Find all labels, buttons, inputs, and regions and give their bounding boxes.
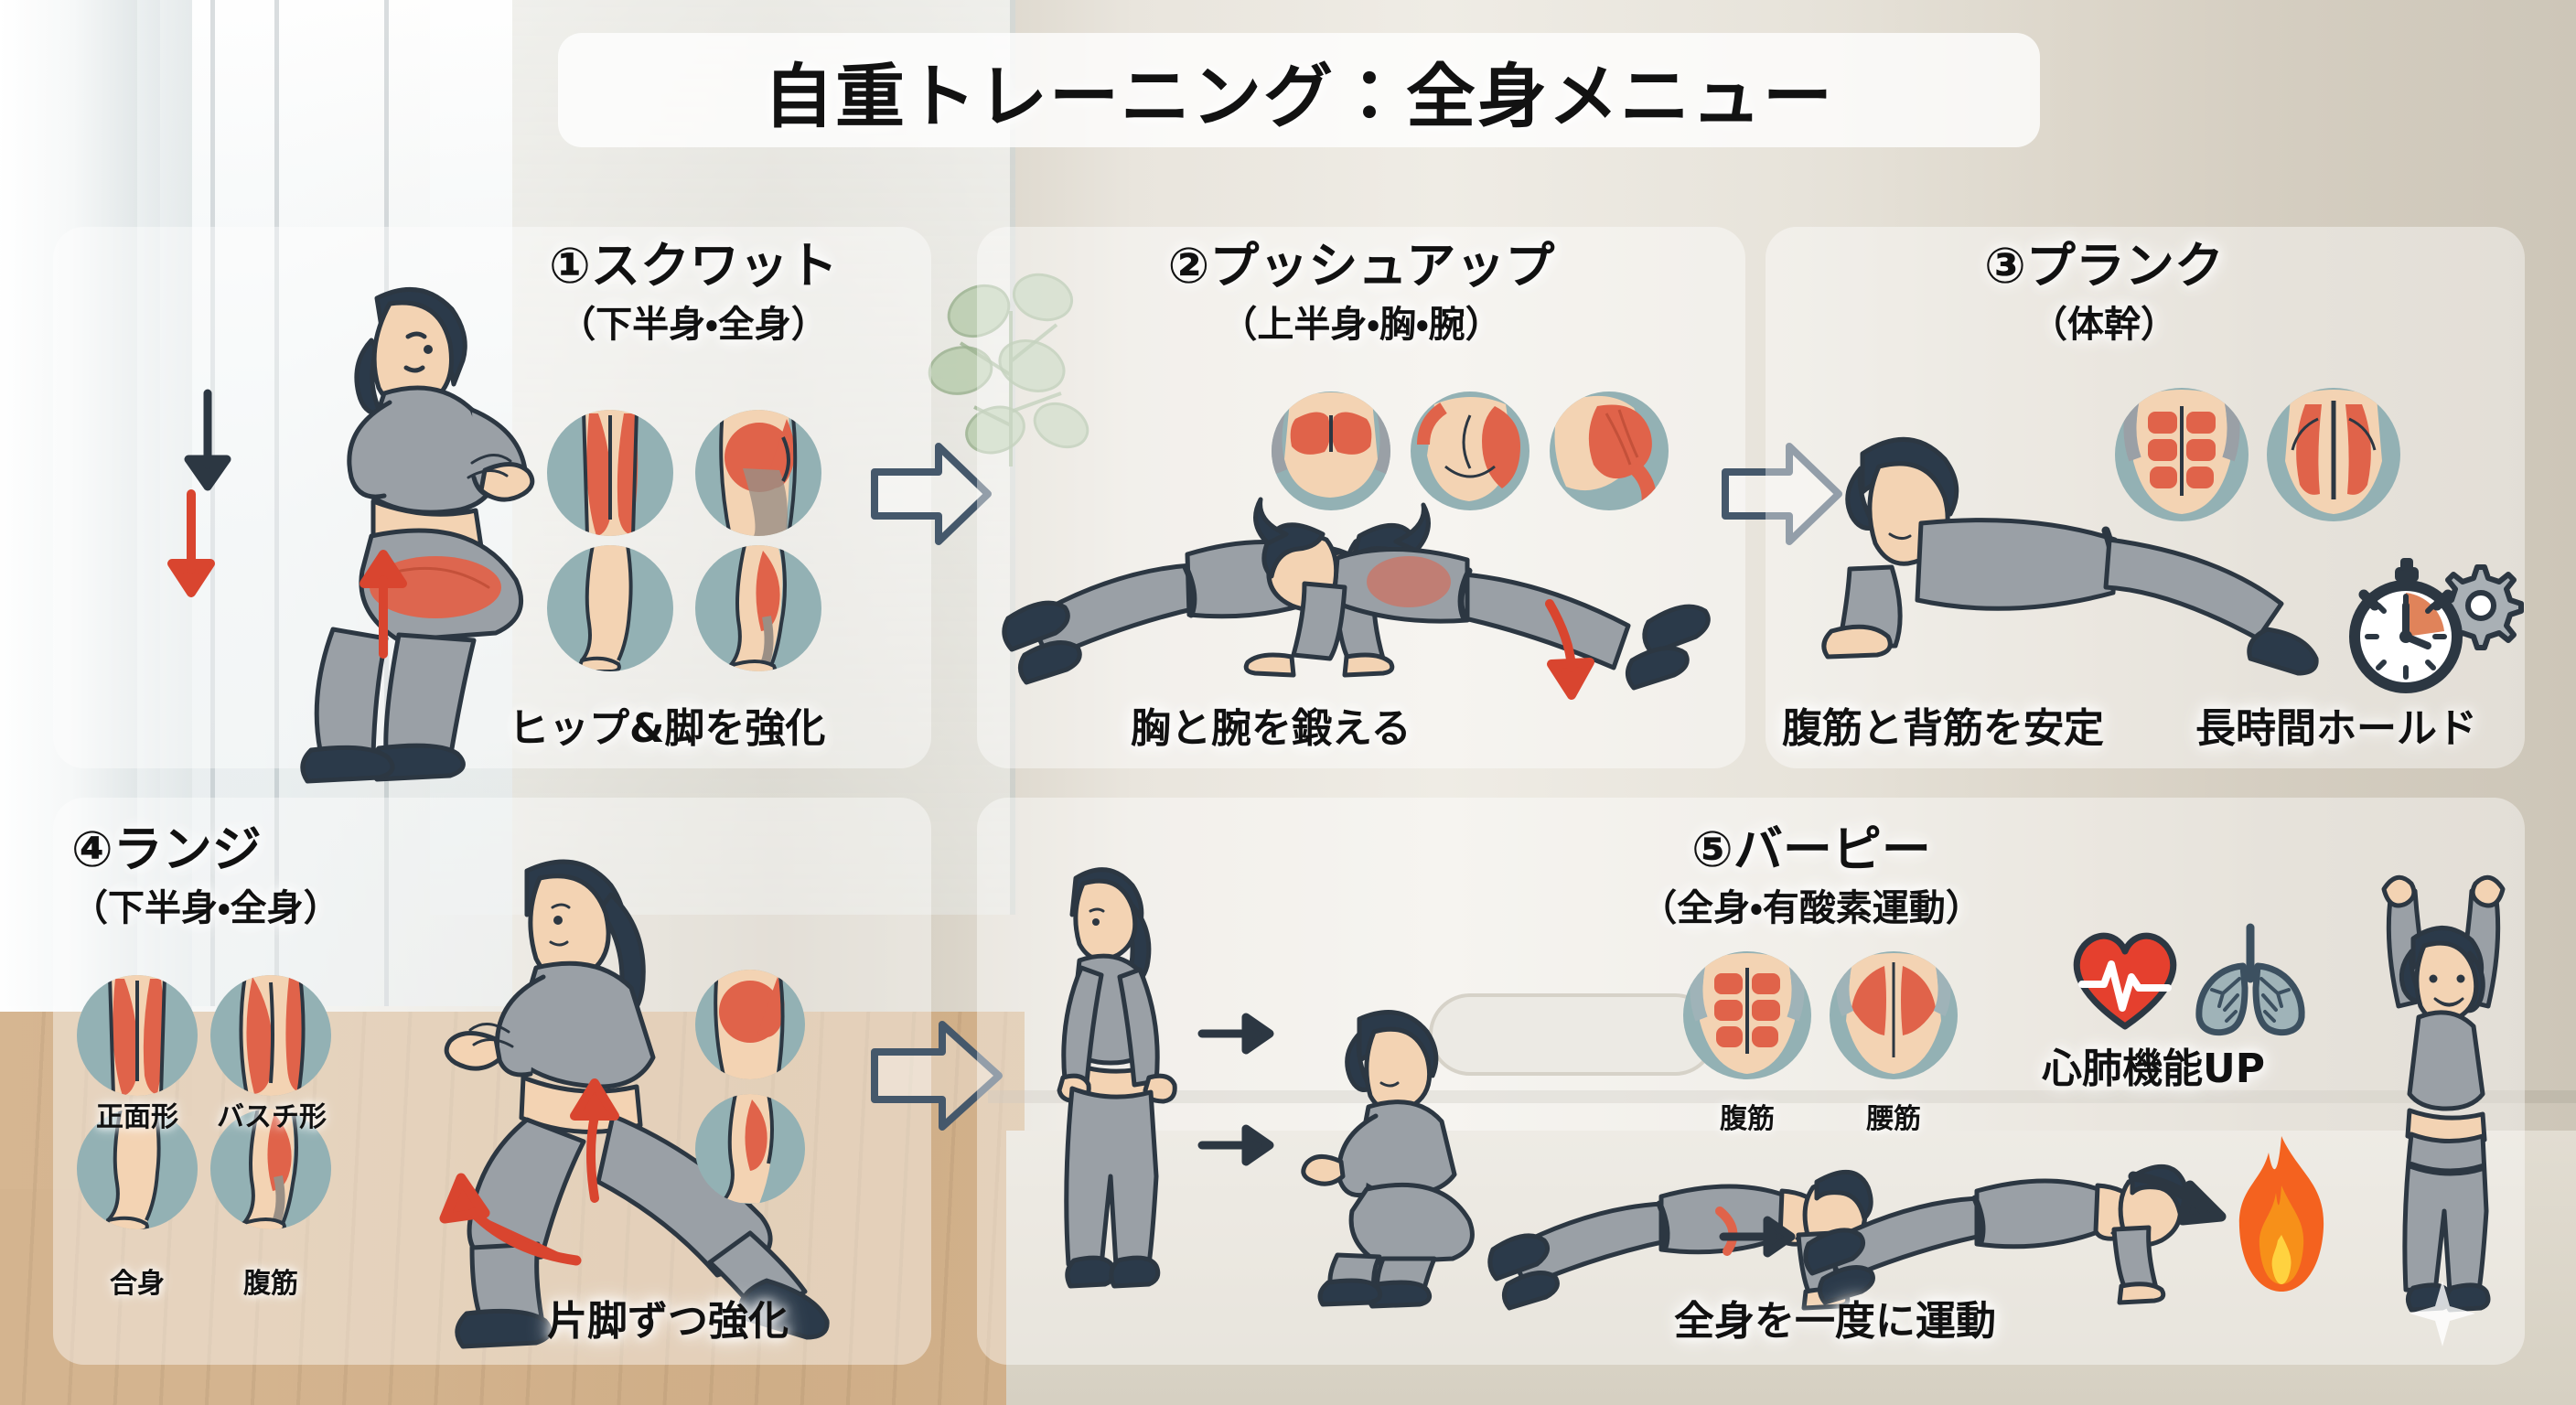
lunge-muscle-label-2: バスチ形 bbox=[217, 1101, 327, 1133]
hamstring-icon bbox=[210, 975, 331, 1096]
step-arrow-1 bbox=[1197, 1013, 1275, 1055]
glutes-side-icon bbox=[695, 410, 821, 536]
plank-figure bbox=[1784, 402, 2351, 677]
back-muscle-icon-burpee bbox=[1830, 951, 1958, 1079]
burpee-step-standing bbox=[1023, 860, 1187, 1308]
panel-lunge-number: ④ bbox=[71, 820, 113, 878]
title-plate bbox=[558, 33, 2040, 147]
burpee-step-jump bbox=[2351, 851, 2543, 1335]
stopwatch-icon bbox=[2342, 549, 2525, 704]
burpee-muscle-label-2: 腰筋 bbox=[1866, 1103, 1921, 1135]
panel-squat-name: スクワット bbox=[590, 237, 838, 295]
panel-pushup-title: ②プッシュアップ bbox=[977, 240, 1745, 292]
panel-plank-caption-2: 長時間ホールド bbox=[2195, 705, 2477, 752]
panel-lunge-caption: 片脚ずつ強化 bbox=[547, 1298, 789, 1345]
panel-burpee-caption: 全身を一度に運動 bbox=[1674, 1298, 1996, 1345]
lunge-arrow-red-up bbox=[567, 1078, 622, 1203]
cardio-benefit-label: 心肺機能UP bbox=[2042, 1046, 2265, 1092]
lower-leg-front-icon-lunge bbox=[77, 1109, 198, 1229]
panel-pushup-subtitle: （上半身・胸・腕） bbox=[1220, 304, 1502, 346]
lunge-arrow-red-left bbox=[424, 1153, 582, 1271]
burpee-muscle-label-1: 腹筋 bbox=[1720, 1103, 1775, 1135]
abs-icon bbox=[2115, 388, 2249, 521]
panel-plank-name: プランク bbox=[2025, 237, 2224, 295]
lunge-muscle-label-3: 合身 bbox=[110, 1268, 165, 1300]
lower-leg-front-icon bbox=[547, 545, 673, 671]
flame-icon bbox=[2217, 1132, 2345, 1297]
lunge-muscle-label-4: 腹筋 bbox=[243, 1268, 298, 1300]
squat-figure bbox=[210, 265, 595, 784]
push-arrow-red bbox=[1537, 599, 1601, 704]
quadriceps-front-icon-lunge bbox=[77, 975, 198, 1096]
pushup-figure-lowered bbox=[1243, 430, 1720, 704]
triceps-arm-icon bbox=[1550, 391, 1669, 510]
background-curtain-secondary bbox=[137, 0, 192, 1116]
lungs-icon bbox=[2186, 915, 2314, 1043]
flow-arrow-4-to-5 bbox=[869, 1006, 1006, 1143]
background-studio-floor bbox=[1006, 1131, 2576, 1405]
page-title: 自重トレーニング：全身メニュー bbox=[764, 55, 1834, 137]
flow-arrow-1-to-2 bbox=[869, 430, 997, 558]
houseplant-decoration bbox=[924, 256, 1134, 485]
calf-side-icon-lunge bbox=[210, 1109, 331, 1229]
panel-burpee-name: バーピー bbox=[1733, 820, 1931, 878]
panel-plank-subtitle: （体幹） bbox=[2031, 304, 2177, 346]
step-arrow-2 bbox=[1197, 1124, 1275, 1166]
panel-plank-caption: 腹筋と背筋を安定 bbox=[1782, 705, 2104, 752]
up-arrow-red bbox=[359, 549, 408, 659]
panel-lunge-title: ④ランジ bbox=[71, 823, 474, 875]
calf-side-icon bbox=[695, 545, 821, 671]
step-arrow-3 bbox=[1719, 1216, 1797, 1258]
panel-lunge-subtitle: （下半身・全身） bbox=[71, 887, 340, 929]
flow-arrow-2-to-3 bbox=[1720, 430, 1848, 558]
panel-plank-title: ③プランク bbox=[1793, 240, 2415, 292]
panel-pushup-caption: 胸と腕を鍛える bbox=[1131, 705, 1411, 752]
panel-squat-title: ①スクワット bbox=[456, 240, 931, 292]
down-arrow-red bbox=[166, 489, 216, 599]
burpee-step-pushup bbox=[1803, 1098, 2189, 1326]
step-arrow-4 bbox=[2128, 1164, 2232, 1228]
pectorals-icon bbox=[1272, 391, 1390, 510]
lunge-muscle-label-1: 正面形 bbox=[96, 1101, 178, 1133]
back-erector-icon bbox=[2267, 388, 2400, 521]
sparkle-icon bbox=[2406, 1277, 2479, 1350]
panel-lunge-name: ランジ bbox=[113, 820, 262, 878]
panel-squat-caption: ヒップ&脚を強化 bbox=[509, 705, 826, 752]
panel-pushup-name: プッシュアップ bbox=[1209, 237, 1555, 295]
quadriceps-front-icon bbox=[547, 410, 673, 536]
burpee-step-squat bbox=[1281, 1006, 1519, 1309]
shoulders-deltoid-icon bbox=[1411, 391, 1530, 510]
down-arrow-dark bbox=[183, 389, 232, 494]
heart-pulse-icon bbox=[2066, 924, 2184, 1034]
panel-burpee-title: ⑤バーピー bbox=[1555, 823, 2067, 875]
hamstring-side-icon-lunge bbox=[695, 1094, 805, 1204]
lunge-figure bbox=[384, 851, 896, 1349]
panel-pushup-number: ② bbox=[1167, 237, 1210, 295]
panel-squat-number: ① bbox=[549, 237, 591, 295]
panel-burpee-number: ⑤ bbox=[1691, 820, 1733, 878]
panel-squat-subtitle: （下半身・全身） bbox=[559, 304, 828, 346]
panel-burpee-subtitle: （全身・有酸素運動） bbox=[1640, 887, 1982, 929]
glutes-icon-lunge bbox=[695, 970, 805, 1079]
panel-plank-number: ③ bbox=[1984, 237, 2026, 295]
abs-icon-burpee bbox=[1683, 951, 1811, 1079]
